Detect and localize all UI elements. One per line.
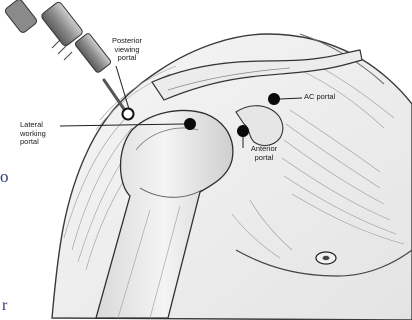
anterior-portal-dot [237, 125, 249, 137]
cropped-text-fragment-r: r [2, 297, 7, 315]
anterior-portal-label: Anterior portal [238, 145, 290, 162]
ac-portal-dot [268, 93, 280, 105]
cropped-text-fragment-o: o [0, 167, 9, 187]
posterior-portal-dot [123, 109, 134, 120]
ac-portal-label: AC portal [304, 93, 364, 102]
nipple [316, 252, 336, 264]
posterior-viewing-portal-label: Posterior viewing portal [94, 37, 160, 63]
lateral-portal-dot [184, 118, 196, 130]
lateral-working-portal-label: Lateral working portal [20, 121, 68, 147]
